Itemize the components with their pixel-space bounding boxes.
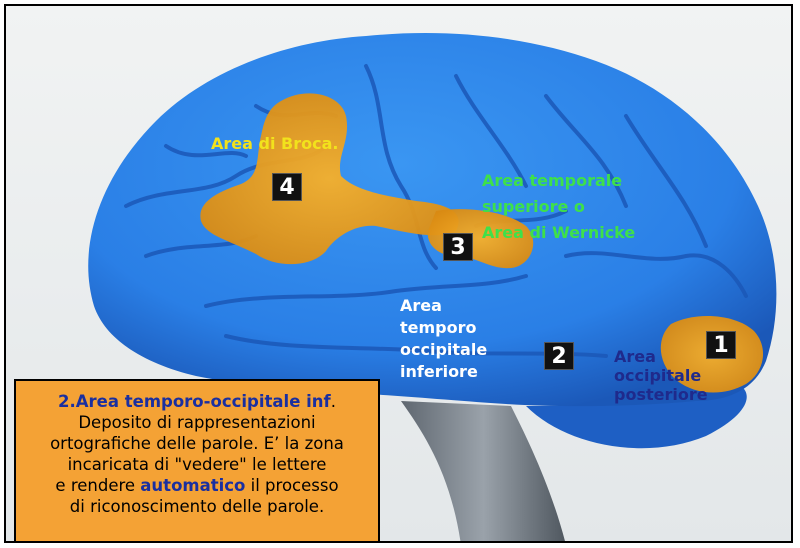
info-box-title-text: 2.Area temporo-occipitale inf: [58, 392, 331, 411]
cerebellum: [526, 386, 747, 449]
info-box-line-1: Deposito di rappresentazioni: [78, 413, 316, 432]
info-box-emphasis: automatico: [140, 476, 246, 495]
info-box-line-4-pre: e rendere: [55, 476, 141, 495]
area-4-highlight: [200, 93, 459, 265]
info-box-line-2: ortografiche delle parole. E’ la zona: [50, 434, 344, 453]
diagram-frame: 4 3 2 1 Area di Broca. Area temporale su…: [4, 4, 793, 543]
area-2-label: Area temporo occipitale inferiore: [400, 296, 488, 381]
brain-illustration: [88, 33, 777, 541]
info-box-title-suffix: .: [330, 392, 336, 411]
area-4-label: Area di Broca.: [211, 134, 339, 153]
info-box-line-4: e rendere automatico il processo: [16, 475, 378, 496]
brain-stem: [401, 401, 565, 541]
info-box: 2.Area temporo-occipitale inf. Deposito …: [14, 379, 380, 541]
info-box-line-4-post: il processo: [245, 476, 339, 495]
area-1-label: Area occipitale posteriore: [614, 347, 708, 404]
area-4-number: 4: [272, 173, 302, 201]
info-box-line-5: di riconoscimento delle parole.: [69, 497, 325, 516]
area-2-number: 2: [544, 342, 574, 370]
info-box-line-3: incaricata di "vedere" le lettere: [67, 455, 327, 474]
area-1-number: 1: [706, 331, 736, 359]
info-box-title: 2.Area temporo-occipitale inf.: [16, 391, 378, 412]
area-3-label: Area temporale superiore o Area di Werni…: [482, 171, 636, 242]
area-3-number: 3: [443, 233, 473, 261]
